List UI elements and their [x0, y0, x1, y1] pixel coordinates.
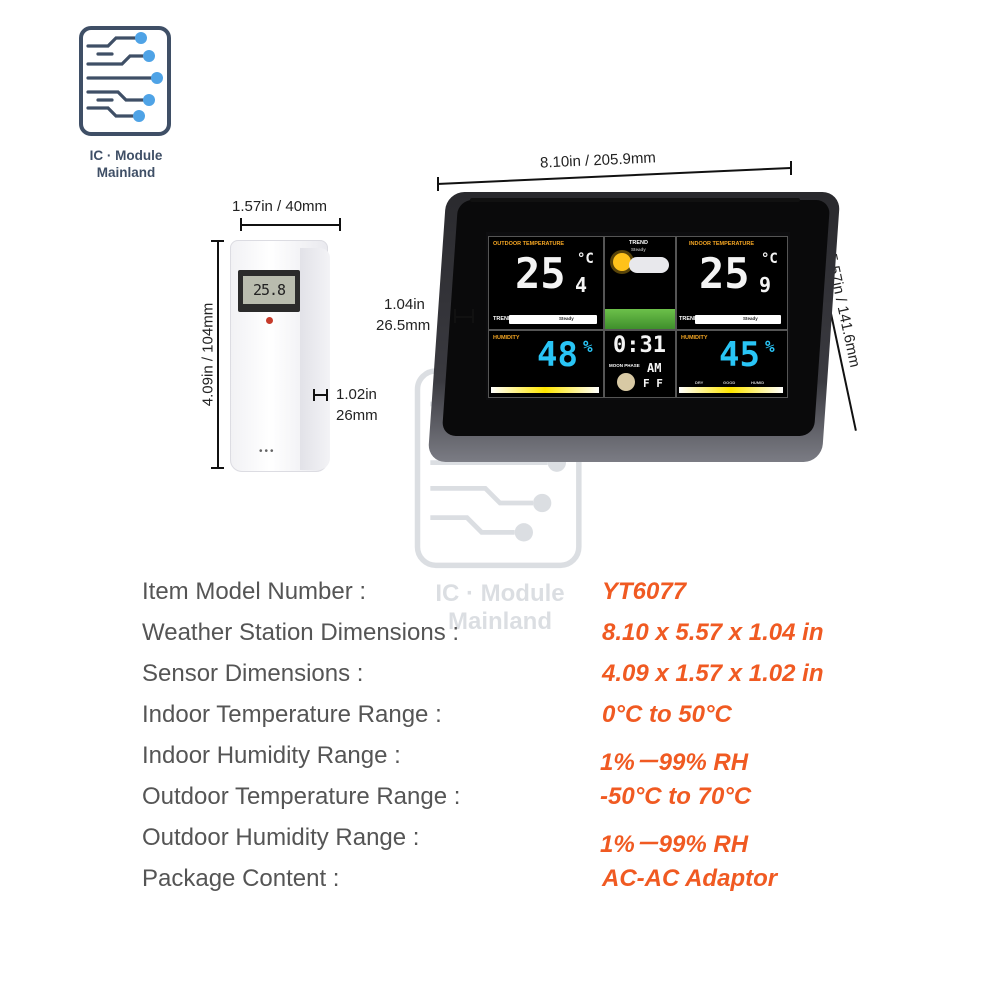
spec-label: Indoor Humidity Range : — [142, 742, 401, 769]
spec-value: 0°C to 50°C — [602, 701, 732, 728]
station-depth-label-line1: 1.04in — [384, 296, 425, 313]
indoor-temp-decimal: 9 — [759, 273, 772, 297]
outdoor-trend-state: Steady — [559, 316, 574, 321]
indoor-temp-pane: INDOOR TEMPERATURE 25 9 °C TREND Steady — [676, 236, 788, 330]
logo-text-line1: IC · Module — [89, 148, 163, 163]
sensor-side — [300, 248, 330, 470]
spec-value: 8.10 x 5.57 x 1.04 in — [602, 619, 824, 646]
station-width-label: 8.10in / 205.9mm — [539, 149, 657, 172]
outdoor-temp-value: 25 — [515, 249, 566, 298]
forecast-trend-state: Steady — [631, 247, 646, 252]
outdoor-comfort-bar — [491, 387, 599, 393]
clock-am-pm: AM — [647, 361, 662, 375]
clock-time: 0:31 — [613, 333, 666, 358]
outdoor-humidity-pane: HUMIDITY 48 % — [488, 330, 604, 398]
spec-value: AC-AC Adaptor — [602, 865, 778, 892]
circuit-logo-icon — [79, 26, 171, 136]
station-top-edge — [469, 198, 801, 202]
outdoor-humidity-percent: % — [583, 337, 593, 356]
landscape-graphic — [605, 309, 675, 329]
sensor-width-tick-right — [339, 218, 341, 231]
brand-logo: IC · Module Mainland — [78, 26, 174, 180]
sensor-lcd-reading: 25.8 — [243, 276, 295, 304]
sensor-height-tick-top — [211, 240, 224, 242]
comfort-dry-label: DRY — [695, 380, 704, 385]
sensor-depth-label-line2: 26mm — [336, 407, 378, 424]
spec-value: YT6077 — [602, 578, 687, 605]
station-width-tick-right — [790, 161, 792, 175]
station-depth-line — [454, 316, 474, 318]
cloud-icon — [629, 257, 669, 273]
moon-phase-label: MOON PHASE — [609, 363, 640, 368]
spec-value: 4.09 x 1.57 x 1.02 in — [602, 660, 824, 687]
clock-pane: 0:31 AM MOON PHASE F F — [604, 330, 676, 398]
outdoor-temp-pane: OUTDOOR TEMPERATURE 25 4 °C TREND Steady — [488, 236, 604, 330]
station-width-line — [436, 166, 791, 185]
indoor-trend-state: Steady — [743, 316, 758, 321]
spec-label: Indoor Temperature Range : — [142, 701, 442, 728]
outdoor-temp-decimal: 4 — [575, 273, 588, 297]
spec-label: Outdoor Humidity Range : — [142, 824, 420, 851]
sensor-depth-line — [313, 394, 327, 396]
sensor-depth-tick-a — [313, 389, 315, 401]
outdoor-humidity-value: 48 — [537, 335, 578, 375]
station-depth-label-line2: 26.5mm — [376, 317, 431, 334]
indoor-temp-unit: °C — [761, 251, 778, 267]
outdoor-trend-bar — [509, 315, 597, 324]
indoor-humidity-percent: % — [765, 337, 775, 356]
sensor-width-tick-left — [240, 218, 242, 231]
spec-label: Outdoor Temperature Range : — [142, 783, 461, 810]
indoor-humidity-value: 45 — [719, 335, 760, 375]
spec-label: Package Content : — [142, 865, 340, 892]
watermark-text-line1: IC · Module — [435, 580, 565, 607]
sensor-width-line — [240, 224, 340, 226]
station-depth-tick-a — [454, 309, 456, 323]
spec-value: 1%－99% RH — [600, 831, 749, 858]
day-display: F F — [643, 377, 663, 390]
indoor-temp-title: INDOOR TEMPERATURE — [689, 241, 754, 247]
indoor-humidity-label: HUMIDITY — [681, 335, 708, 341]
forecast-trend-label: TREND — [629, 240, 648, 246]
comfort-humid-label: HUMID — [751, 380, 765, 385]
sensor-depth-tick-b — [326, 389, 328, 401]
indoor-trend-label: TREND — [679, 316, 698, 322]
spec-value: -50°C to 70°C — [600, 783, 752, 810]
indoor-comfort-bar — [679, 387, 783, 393]
spec-value: 1%－99% RH — [600, 749, 749, 776]
sensor-depth-label-line1: 1.02in — [336, 386, 377, 403]
sun-icon — [613, 253, 631, 271]
outdoor-temp-title: OUTDOOR TEMPERATURE — [493, 241, 565, 247]
indoor-humidity-pane: HUMIDITY 45 % DRY GOOD HUMID — [676, 330, 788, 398]
outdoor-trend-label: TREND — [493, 316, 512, 322]
station-width-tick-left — [437, 177, 439, 191]
watermark-text-line2: Mainland — [447, 608, 552, 635]
outdoor-humidity-label: HUMIDITY — [493, 335, 520, 341]
sensor-height-tick-bottom — [211, 467, 224, 469]
sensor-led-indicator — [266, 317, 273, 324]
station-depth-tick-b — [472, 309, 474, 323]
logo-text-line2: Mainland — [96, 165, 156, 180]
sensor-height-line — [217, 240, 219, 468]
outdoor-temp-unit: °C — [577, 251, 594, 267]
spec-label: Item Model Number : — [142, 578, 367, 605]
spec-label: Weather Station Dimensions : — [142, 619, 460, 646]
comfort-good-label: GOOD — [723, 380, 736, 385]
moon-icon — [617, 373, 635, 391]
spec-label: Sensor Dimensions : — [142, 660, 364, 687]
indoor-trend-bar — [695, 315, 781, 324]
indoor-temp-value: 25 — [699, 249, 750, 298]
sensor-width-label: 1.57in / 40mm — [232, 198, 328, 215]
sensor-height-label: 4.09in / 104mm — [199, 302, 217, 407]
station-screen: OUTDOOR TEMPERATURE 25 4 °C TREND Steady… — [486, 232, 790, 400]
forecast-pane: TREND Steady — [604, 236, 676, 330]
sensor-vent-dots: ••• — [259, 446, 276, 457]
